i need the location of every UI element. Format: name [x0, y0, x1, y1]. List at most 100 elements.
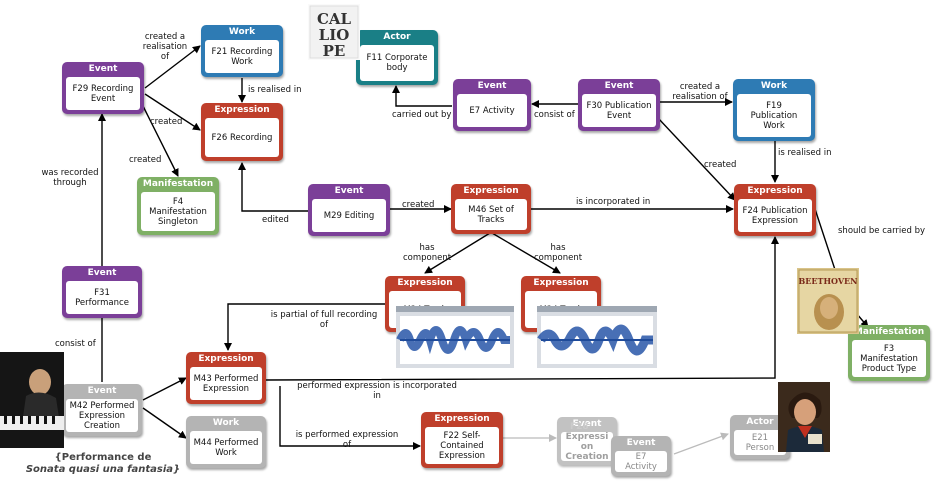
node-type: Expression: [463, 186, 519, 196]
node-f21[interactable]: Work F21 Recording Work: [201, 25, 283, 77]
node-label: F26 Recording: [205, 118, 279, 157]
edge-m43-f24: [265, 236, 779, 381]
node-label: F31 Performance: [66, 281, 138, 314]
edge-e7-f11: [392, 85, 452, 107]
node-label: M29 Editing: [312, 199, 386, 232]
pianist-photo: [0, 352, 64, 448]
edge-label: carried out by: [392, 110, 452, 120]
edge-label: is performed expression of: [295, 430, 399, 450]
edge-label: created: [402, 200, 435, 210]
node-type: Event: [572, 419, 602, 429]
node-f30[interactable]: Event F30 Publication Event: [578, 79, 660, 131]
beethoven-portrait: [778, 382, 830, 452]
node-type: Work: [212, 418, 240, 428]
node-type: Expression: [214, 105, 270, 115]
logo-text-mid: LIO: [319, 26, 350, 44]
edge-label: created: [129, 155, 162, 165]
edge-f29-f26: [144, 93, 201, 131]
edge-label: created: [704, 160, 737, 170]
node-type: Event: [87, 268, 117, 278]
node-type: Expression: [397, 278, 453, 288]
logo-text-bot: PE: [323, 42, 346, 60]
edge-label: consist of: [55, 339, 96, 349]
node-type: Actor: [746, 417, 774, 427]
edge-label: is realised in: [248, 85, 302, 95]
edge-f30-f24: [657, 117, 736, 201]
node-label: F29 Recording Event: [66, 77, 140, 110]
node-f11[interactable]: Actor F11 Corporate body: [356, 30, 438, 85]
node-type: Event: [334, 186, 364, 196]
node-label: F4 Manifestation Singleton: [141, 192, 215, 231]
edge-label: created: [150, 117, 183, 127]
node-m44[interactable]: Work M44 Performed Work: [186, 416, 266, 468]
node-type: Work: [760, 81, 788, 91]
edge-f29-f21: [144, 45, 201, 89]
node-type: Event: [604, 81, 634, 91]
node-label: M42 Performed Expression Creation: [66, 399, 138, 432]
node-label: E7 Activity: [615, 451, 667, 472]
node-e7-activity-grey[interactable]: Event E7 Activity: [611, 436, 671, 476]
edge-label: has component: [533, 243, 583, 263]
node-label: F22 Self- Contained Expression: [425, 427, 499, 464]
edge-label: created a realisation of: [142, 32, 188, 62]
node-m29[interactable]: Event M29 Editing: [308, 184, 390, 236]
edge-m43-f22: [279, 386, 421, 450]
node-type: Event: [88, 64, 118, 74]
edge-m42-m43: [142, 377, 187, 401]
edge-label: should be carried by: [838, 226, 926, 236]
waveform-image-2: [537, 306, 657, 368]
node-f28[interactable]: Event Expressi on Creation: [557, 417, 617, 465]
node-f3[interactable]: Manifestation F3 Manifestation Product T…: [848, 325, 930, 381]
edge-label: edited: [262, 215, 289, 225]
album-title: BEETHOVEN: [799, 276, 858, 286]
node-m42[interactable]: Event M42 Performed Expression Creation: [62, 384, 142, 436]
edge-label: consist of: [534, 110, 575, 120]
node-type: Manifestation: [853, 327, 925, 337]
node-label: F19 Publication Work: [737, 94, 811, 137]
node-m43[interactable]: Expression M43 Performed Expression: [186, 352, 266, 404]
node-label: F30 Publication Event: [582, 94, 656, 127]
node-type: Event: [87, 386, 117, 396]
node-label: Expressi on Creation: [561, 432, 613, 461]
node-m46[interactable]: Expression M46 Set of Tracks: [451, 184, 531, 234]
node-label: M46 Set of Tracks: [455, 199, 527, 230]
edge-m42-m44: [142, 407, 187, 439]
node-f22[interactable]: Expression F22 Self- Contained Expressio…: [421, 412, 503, 468]
edge-m29-f26: [238, 162, 308, 212]
node-label: M43 Performed Expression: [190, 367, 262, 400]
edge-label: was recorded through: [41, 168, 99, 188]
edge-label: is partial of full recording of: [270, 310, 378, 330]
node-type: Actor: [383, 32, 411, 42]
edge-m46-m24b: [491, 232, 561, 274]
overlap-label: F28: [570, 422, 589, 432]
performance-caption: {Performance de Sonata quasi una fantasi…: [18, 452, 188, 476]
node-type: Expression: [434, 414, 490, 424]
node-label: E7 Activity: [457, 94, 527, 127]
waveform-image-1: [396, 306, 514, 368]
edge-f29-f4: [139, 99, 179, 177]
node-type: Work: [228, 27, 256, 37]
edge-m24a-m43: [224, 303, 385, 351]
edge-label: has component: [402, 243, 452, 263]
node-f29[interactable]: Event F29 Recording Event: [62, 62, 144, 114]
node-type: Expression: [747, 186, 803, 196]
edge-label: is incorporated in: [576, 197, 651, 207]
node-label: M44 Performed Work: [190, 431, 262, 464]
node-label: F21 Recording Work: [205, 40, 279, 73]
node-f26[interactable]: Expression F26 Recording: [201, 103, 283, 161]
node-f19[interactable]: Work F19 Publication Work: [733, 79, 815, 141]
node-f24[interactable]: Expression F24 Publication Expression: [734, 184, 816, 236]
edge-label: is realised in: [778, 148, 832, 158]
node-label: F11 Corporate body: [360, 45, 434, 81]
node-e7-activity[interactable]: Event E7 Activity: [453, 79, 531, 131]
node-type: Expression: [533, 278, 589, 288]
edge-label: created a realisation of: [672, 82, 728, 102]
caption-line-2: Sonata quasi una fantasia}: [25, 464, 181, 475]
caption-line-1: {Performance de: [54, 452, 152, 463]
node-label: F3 Manifestation Product Type: [852, 340, 926, 377]
node-label: F24 Publication Expression: [738, 199, 812, 232]
edge-m46-m24a: [424, 232, 491, 274]
node-f31[interactable]: Event F31 Performance: [62, 266, 142, 318]
node-type: Event: [626, 438, 656, 448]
node-f4[interactable]: Manifestation F4 Manifestation Singleton: [137, 177, 219, 235]
